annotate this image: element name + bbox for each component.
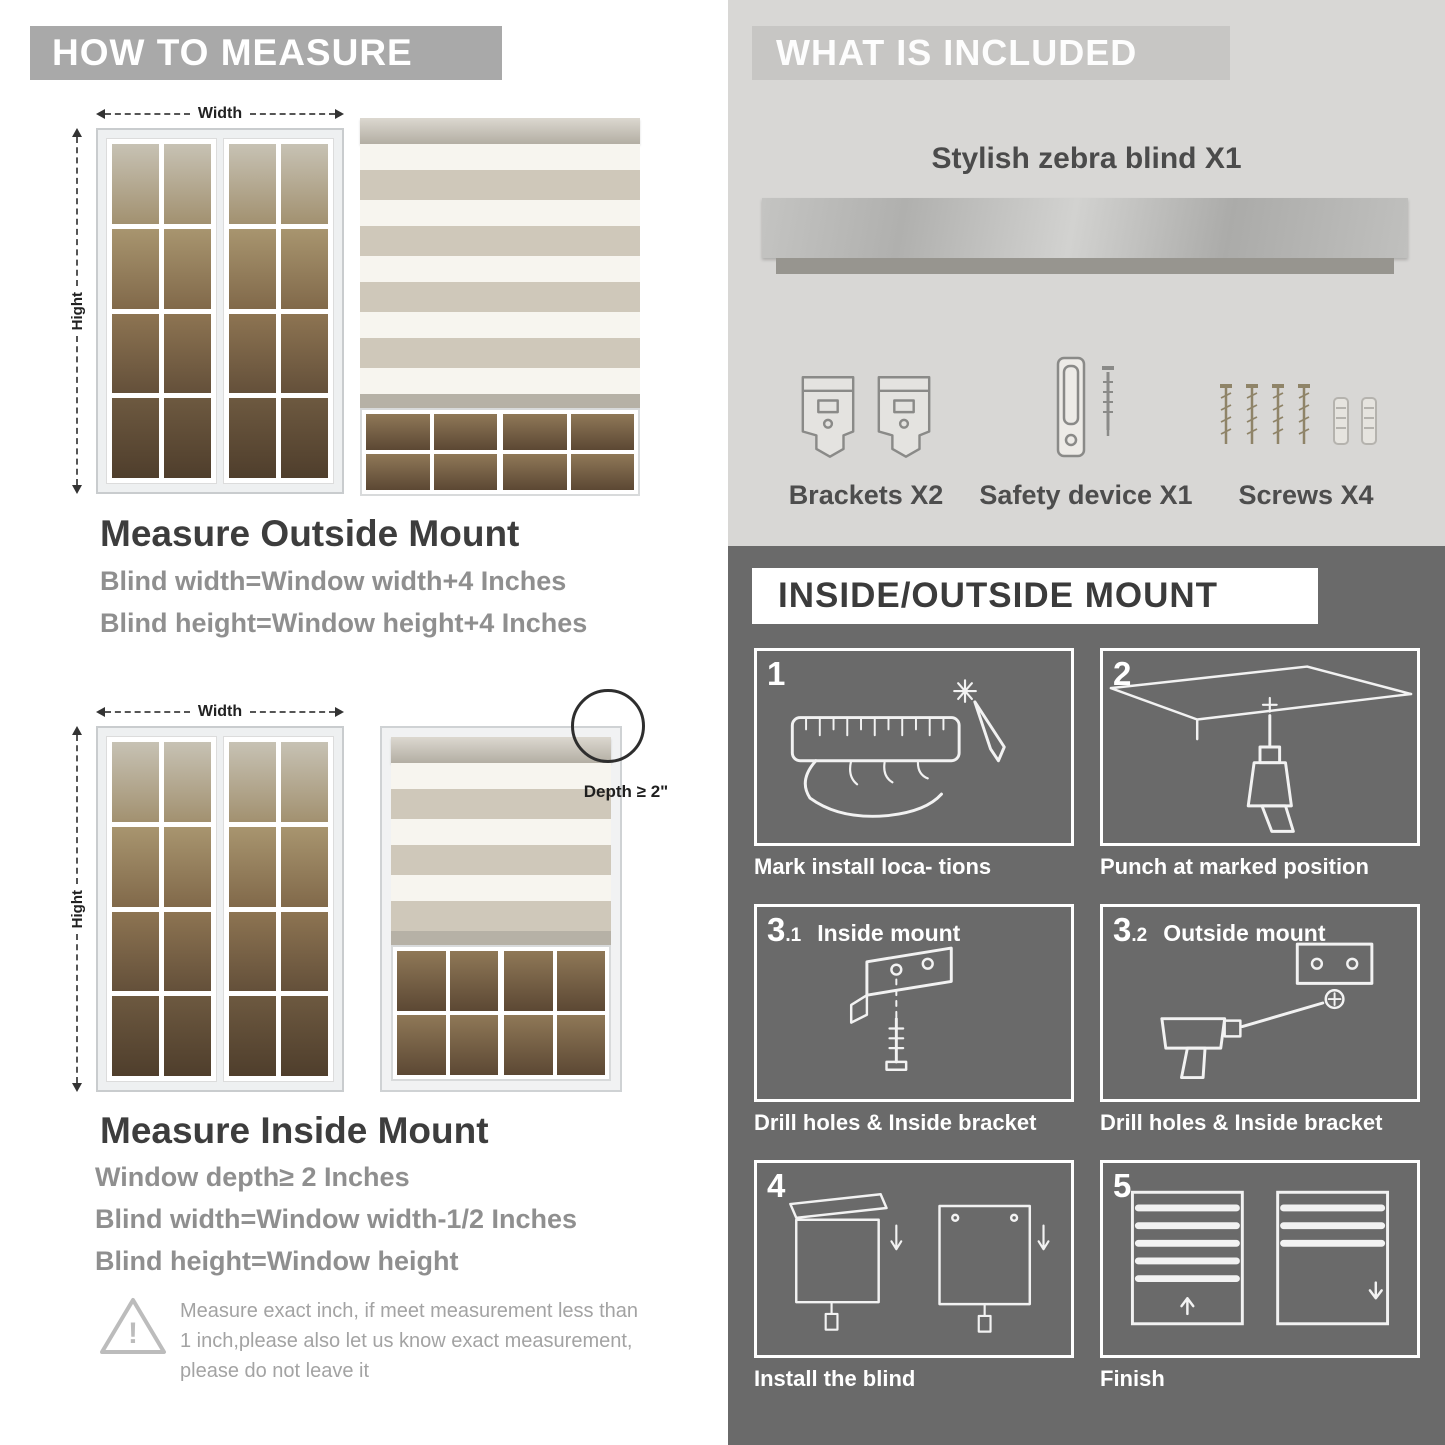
height-label: Hight <box>68 291 86 331</box>
step-5: 5 Finish <box>1100 1160 1420 1392</box>
width-arrow: Width <box>96 703 344 720</box>
arrow-right-icon <box>335 707 344 717</box>
brackets-label: Brackets X2 <box>788 480 944 510</box>
inside-mount-line3: Blind height=Window height <box>95 1246 459 1276</box>
inside-mount-line2: Blind width=Window width-1/2 Inches <box>95 1204 578 1234</box>
width-label: Width <box>197 105 243 122</box>
step-2-caption: Punch at marked position <box>1100 854 1369 879</box>
window-illustration <box>96 128 344 494</box>
depth-label: Depth ≥ 2" <box>583 782 669 801</box>
step-number: 5 <box>1113 1167 1132 1204</box>
how-to-measure-title: HOW TO MEASURE <box>52 32 413 73</box>
measure-mark-illustration <box>790 679 1006 818</box>
screws-icon <box>1220 384 1377 445</box>
bracket-icon <box>877 376 931 458</box>
step-4-panel: 4 <box>754 1160 1074 1358</box>
arrow-right-icon <box>335 109 344 119</box>
step-number: 3 <box>1113 911 1132 948</box>
bracket-icon <box>801 376 855 458</box>
warning-icon: ! <box>98 1294 168 1363</box>
outside-mount-title: Measure Outside Mount <box>100 513 520 554</box>
mount-instructions-section: INSIDE/OUTSIDE MOUNT 1 <box>728 546 1445 1445</box>
blind-cassette <box>360 118 640 144</box>
screws-label: Screws X4 <box>1238 480 1374 510</box>
included-item-safety-device: Safety device X1 <box>976 326 1196 511</box>
outside-bracket-illustration <box>1160 942 1374 1080</box>
inside-mount-title: Measure Inside Mount <box>100 1110 489 1151</box>
included-items: Brackets X2 <box>756 326 1416 511</box>
window-under-blind <box>391 945 611 1081</box>
arrow-up-icon <box>72 726 82 735</box>
step-1-caption: Mark install loca- tions <box>754 854 992 879</box>
included-item-brackets: Brackets X2 <box>756 326 976 511</box>
safety-device-icon <box>1056 356 1114 458</box>
blind-bottom-rail <box>360 394 640 408</box>
drill-ceiling-illustration <box>1109 665 1413 833</box>
window-illustration <box>96 726 344 1092</box>
step-3-1-panel: 3 .1 Inside mount <box>754 904 1074 1102</box>
step-number: 4 <box>767 1167 786 1204</box>
finished-blinds-illustration <box>1130 1190 1390 1326</box>
window-under-blind <box>360 408 640 496</box>
step-3-2: 3 .2 Outside mount <box>1100 904 1420 1136</box>
height-arrow: Hight <box>68 726 86 1093</box>
warning-exclamation: ! <box>128 1317 138 1350</box>
product-name: Stylish zebra blind X1 <box>931 142 1242 175</box>
step-3-1: 3 .1 Inside mount <box>754 904 1074 1136</box>
step-3-2-panel: 3 .2 Outside mount <box>1100 904 1420 1102</box>
height-arrow: Hight <box>68 128 86 495</box>
measure-note: Measure exact inch, if meet measurement … <box>180 1300 638 1382</box>
zebra-blind-outside-illustration <box>360 118 640 496</box>
height-label: Hight <box>68 889 86 929</box>
step-5-caption: Finish <box>1100 1366 1165 1391</box>
included-item-screws: Screws X4 <box>1196 326 1416 511</box>
step-5-panel: 5 <box>1100 1160 1420 1358</box>
width-arrow: Width <box>96 105 344 122</box>
step-4: 4 <box>754 1160 1074 1392</box>
step-1: 1 Mark i <box>754 648 1074 880</box>
arrow-down-icon <box>72 485 82 495</box>
inside-mount-line1: Window depth≥ 2 Inches <box>95 1162 410 1192</box>
mount-title: INSIDE/OUTSIDE MOUNT <box>778 576 1219 615</box>
what-is-included-section: WHAT IS INCLUDED Stylish zebra blind X1 <box>728 0 1445 546</box>
arrow-down-icon <box>72 1083 82 1093</box>
depth-circle-callout <box>571 689 645 763</box>
blind-bottom-rail <box>391 931 611 945</box>
arrow-left-icon <box>96 707 105 717</box>
what-is-included-header: WHAT IS INCLUDED <box>752 26 1230 80</box>
mount-steps: 1 Mark i <box>754 648 1420 1416</box>
step-4-caption: Install the blind <box>754 1366 916 1391</box>
what-is-included-title: WHAT IS INCLUDED <box>776 32 1138 73</box>
width-label: Width <box>197 703 243 720</box>
mount-header: INSIDE/OUTSIDE MOUNT <box>752 568 1318 624</box>
step-3-2-caption: Drill holes & Inside bracket <box>1100 1110 1383 1135</box>
zebra-blind-inside-illustration <box>380 726 622 1092</box>
step-1-panel: 1 <box>754 648 1074 846</box>
blind-stripes <box>391 763 611 931</box>
outside-mount-line2: Blind height=Window height+4 Inches <box>100 608 588 638</box>
blind-headrail-illustration <box>762 198 1408 258</box>
arrow-left-icon <box>96 109 105 119</box>
blind-stripes <box>360 144 640 394</box>
step-number: 3 <box>767 911 786 948</box>
how-to-measure-header: HOW TO MEASURE <box>30 26 502 80</box>
step-2: 2 Punch <box>1100 648 1420 880</box>
step-3-1-caption: Drill holes & Inside bracket <box>754 1110 1037 1135</box>
safety-device-label: Safety device X1 <box>979 480 1193 510</box>
install-blind-illustration <box>789 1193 1050 1333</box>
step-number: 2 <box>1113 655 1132 692</box>
blind-headrail-lip <box>776 258 1394 274</box>
arrow-up-icon <box>72 128 82 137</box>
anchor-icon <box>1333 397 1377 445</box>
step-number: 1 <box>767 655 786 692</box>
inside-bracket-illustration <box>849 946 953 1071</box>
step-2-panel: 2 <box>1100 648 1420 846</box>
outside-mount-line1: Blind width=Window width+4 Inches <box>100 566 567 596</box>
